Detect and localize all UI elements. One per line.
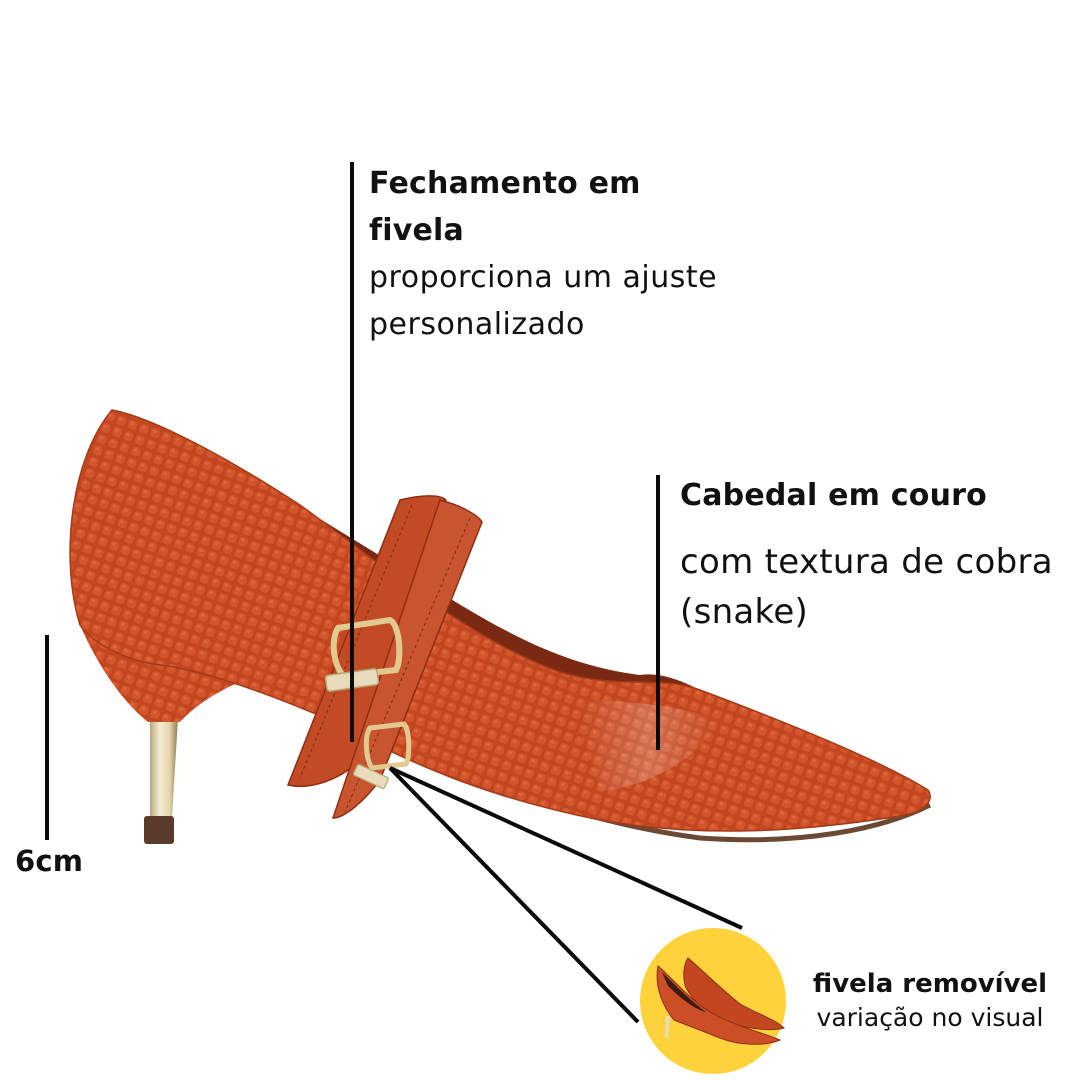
buckle-callout-desc-line2: personalizado [369,307,585,342]
buckle-callout-title-line1: Fechamento em [369,166,641,201]
upper-callout-title: Cabedal em couro [680,478,987,513]
removable-buckle-title: fivela removível [812,969,1048,999]
buckle-callout-title-line2: fivela [369,213,464,248]
removable-buckle-desc: variação no visual [816,1003,1044,1032]
removable-callout-line-lower [388,766,640,1024]
buckle-callout-desc-line1: proporciona um ajuste [369,260,718,295]
pumps-pair-thumbnail [656,957,785,1045]
upper-callout: Cabedal em couro com textura de cobra (s… [680,472,1080,637]
removable-callout-line-upper [389,766,743,930]
upper-callout-desc-line2: (snake) [680,592,809,632]
removable-buckle-callout: fivela removível variação no visual [790,968,1070,1036]
removable-buckle-badge [640,928,786,1074]
buckle-callout: Fechamento em fivela proporciona um ajus… [369,160,749,348]
upper-callout-desc-line1: com textura de cobra [680,542,1053,582]
upper-callout-line [656,475,660,750]
heel-height-line [45,635,49,840]
heel-height-label: 6cm [15,844,84,878]
buckle-callout-line [350,162,354,742]
